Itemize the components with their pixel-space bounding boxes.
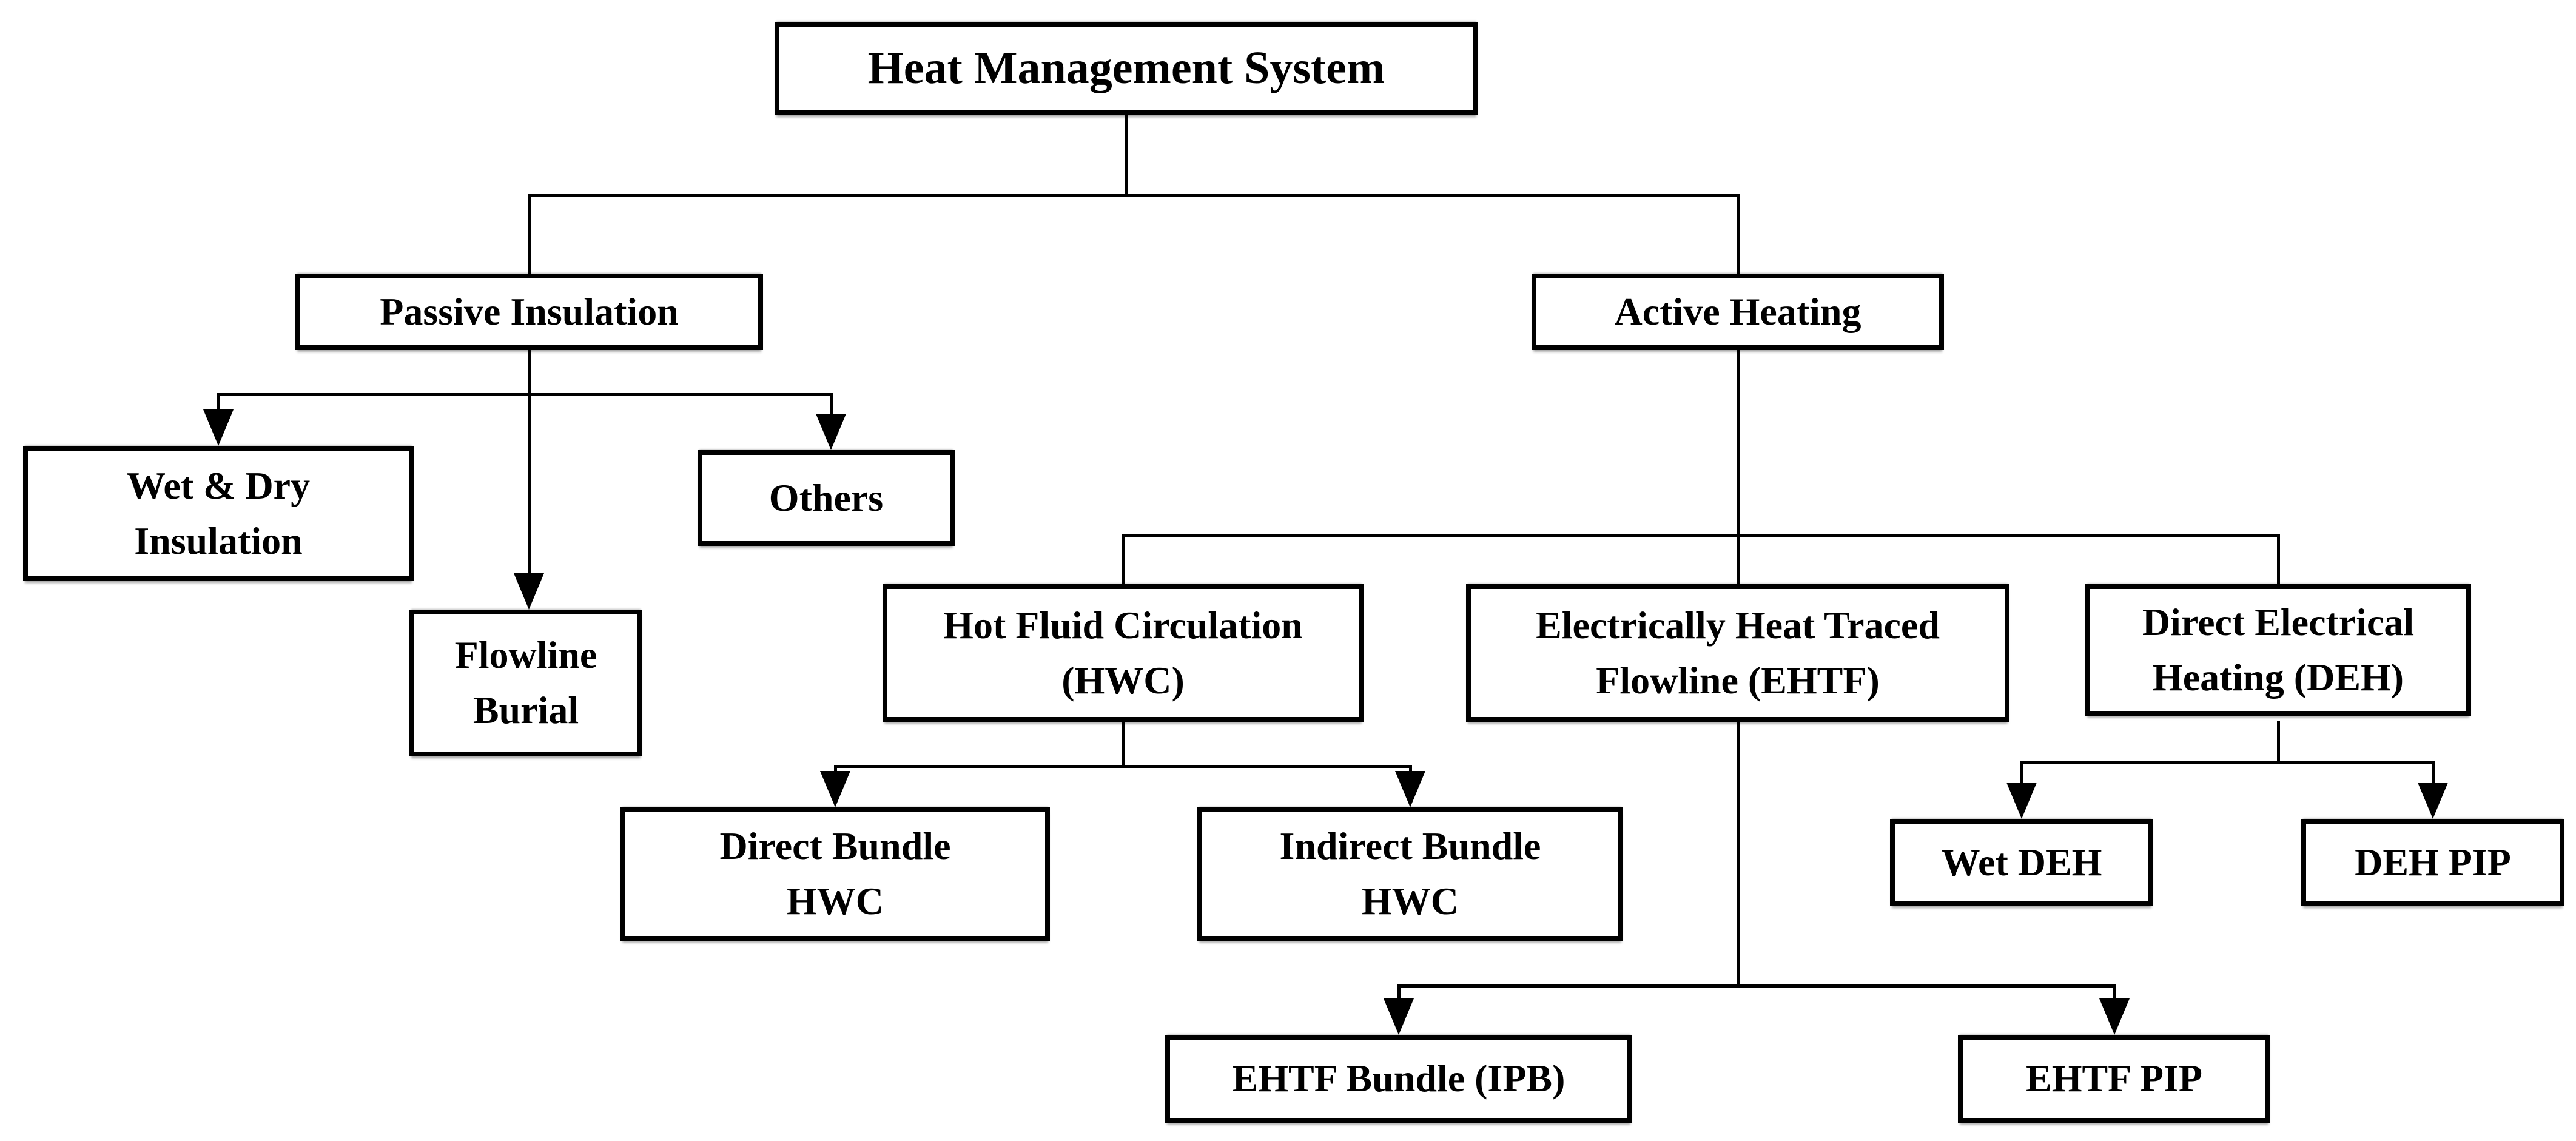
node-label: Active Heating: [1614, 289, 1861, 333]
node-active-heating: Active Heating: [1532, 274, 1944, 350]
node-passive-insulation: Passive Insulation: [295, 274, 763, 350]
node-direct-electrical-heating-deh: Direct Electrical Heating (DEH): [2085, 584, 2471, 716]
arrowhead-wet-deh: [2006, 783, 2037, 819]
node-label: Burial: [472, 688, 579, 732]
node-label: Flowline: [454, 633, 597, 677]
arrowhead-ehtf-bundle: [1384, 998, 1414, 1035]
connector-ehtf-stem: [1737, 722, 1740, 987]
connector-root-branch: [528, 194, 1740, 197]
node-label: Wet DEH: [1941, 840, 2102, 884]
node-label: Heat Management System: [867, 42, 1385, 94]
node-ehtf-pip: EHTF PIP: [1958, 1035, 2270, 1123]
node-label: Wet & Dry: [126, 463, 311, 507]
connector-passive-branch: [217, 393, 833, 396]
node-label: Electrically Heat Traced: [1536, 603, 1940, 647]
node-wet-deh: Wet DEH: [1890, 819, 2153, 906]
connector-deh-branch: [2020, 761, 2435, 764]
arrowhead-flowline-burial: [514, 573, 544, 610]
connector-active-stem: [1737, 350, 1740, 585]
node-label: Direct Bundle: [719, 824, 951, 868]
arrowhead-direct-bundle: [820, 771, 850, 807]
node-label: HWC: [787, 880, 884, 923]
node-label: Passive Insulation: [380, 289, 679, 333]
node-label: EHTF Bundle (IPB): [1232, 1057, 1565, 1100]
arrowhead-indirect-bundle: [1395, 771, 1425, 807]
node-label: EHTF PIP: [2026, 1057, 2202, 1100]
node-ehtf-bundle-ipb: EHTF Bundle (IPB): [1165, 1035, 1632, 1123]
connector-to-others: [830, 394, 833, 416]
arrowhead-wet-dry: [203, 409, 234, 446]
connector-hwc-branch: [834, 765, 1412, 768]
node-flowline-burial: Flowline Burial: [409, 610, 642, 756]
node-label: HWC: [1362, 880, 1459, 923]
connector-to-active: [1737, 195, 1740, 274]
connector-to-hwc: [1122, 535, 1125, 585]
node-deh-pip: DEH PIP: [2301, 819, 2564, 906]
node-label: Direct Electrical: [2142, 600, 2415, 644]
node-label: DEH PIP: [2355, 840, 2511, 884]
connector-to-wet-deh: [2020, 762, 2023, 785]
connector-deh-stem: [2277, 721, 2280, 763]
node-label: Heating (DEH): [2152, 655, 2404, 699]
connector-hwc-stem: [1122, 721, 1125, 767]
node-hot-fluid-circulation-hwc: Hot Fluid Circulation (HWC): [883, 584, 1364, 722]
connector-ehtf-branch: [1397, 984, 2116, 988]
connector-to-direct-bundle: [834, 766, 837, 775]
connector-active-branch: [1122, 534, 2280, 537]
node-indirect-bundle-hwc: Indirect Bundle HWC: [1197, 807, 1623, 941]
node-label: Flowline (EHTF): [1596, 658, 1880, 702]
node-direct-bundle-hwc: Direct Bundle HWC: [620, 807, 1050, 941]
node-label: (HWC): [1061, 658, 1185, 702]
connector-to-ehtf-bundle: [1397, 986, 1401, 1001]
node-label: Hot Fluid Circulation: [943, 603, 1303, 647]
arrowhead-deh-pip: [2418, 783, 2448, 819]
connector-to-indirect-bundle: [1409, 766, 1412, 775]
node-others: Others: [698, 450, 955, 546]
connector-root-stem: [1125, 115, 1128, 196]
node-label: Indirect Bundle: [1279, 824, 1541, 868]
arrowhead-ehtf-pip: [2099, 998, 2130, 1035]
node-label: Others: [768, 476, 884, 519]
node-electrically-heat-traced-flowline-ehtf: Electrically Heat Traced Flowline (EHTF): [1466, 584, 2009, 722]
node-heat-management-system: Heat Management System: [775, 22, 1478, 115]
connector-to-deh: [2277, 535, 2280, 585]
node-wet-dry-insulation: Wet & Dry Insulation: [23, 446, 414, 581]
node-label: Insulation: [134, 519, 303, 562]
connector-passive-stem: [528, 350, 531, 573]
connector-to-deh-pip: [2432, 762, 2435, 785]
arrowhead-others: [816, 414, 846, 450]
connector-to-wet-dry: [217, 394, 220, 412]
connector-to-passive: [528, 195, 531, 274]
connector-to-ehtf-pip: [2113, 986, 2116, 1001]
